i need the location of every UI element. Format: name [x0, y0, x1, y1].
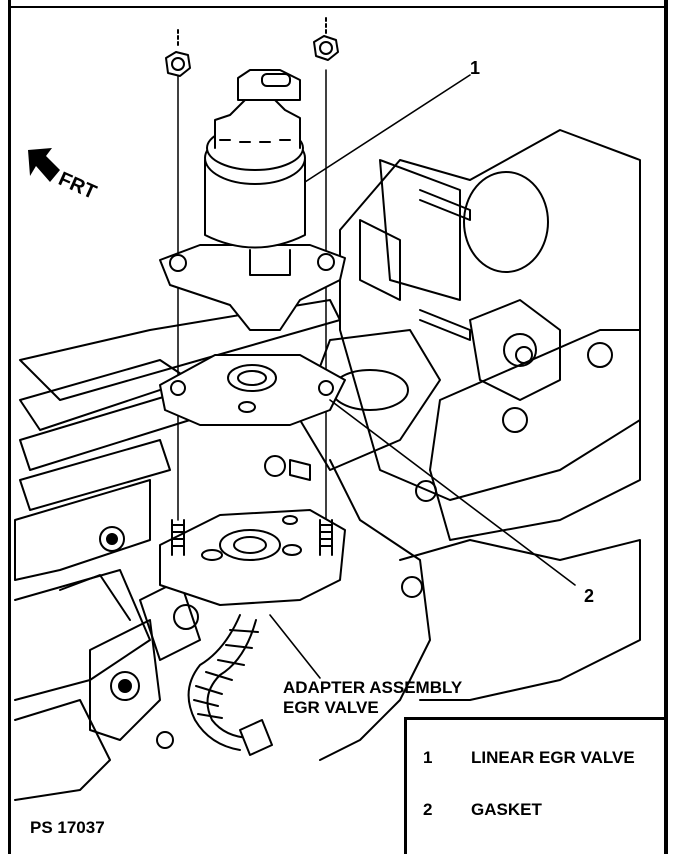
engine-block: [14, 129, 641, 801]
egr-pipe: [187, 614, 273, 756]
legend-box: 1 LINEAR EGR VALVE 2 GASKET: [404, 717, 668, 854]
callout-2: 2: [584, 586, 595, 606]
legend-item: 1 LINEAR EGR VALVE: [423, 748, 635, 768]
adapter-assembly-label: ADAPTER ASSEMBLY EGR VALVE: [283, 678, 462, 718]
frame-right: [664, 0, 668, 854]
adapter-label-line1: ADAPTER ASSEMBLY: [283, 678, 463, 697]
nut-left: [165, 29, 191, 77]
callout-1: 1: [470, 58, 481, 78]
frame-left: [8, 0, 11, 854]
legend-name: LINEAR EGR VALVE: [471, 748, 635, 767]
frt-arrow-icon: [28, 148, 60, 182]
legend-item: 2 GASKET: [423, 800, 542, 820]
gasket: [159, 354, 346, 426]
frame-top: [8, 6, 668, 8]
adapter-assembly: [159, 509, 346, 606]
figure-id: PS 17037: [30, 818, 105, 837]
leader-lines: [269, 74, 576, 679]
alignment-lines: [177, 69, 327, 521]
legend-name: GASKET: [471, 800, 542, 819]
adapter-label-line2: EGR VALVE: [283, 698, 379, 717]
linear-egr-valve: [159, 69, 346, 331]
legend-number: 1: [423, 748, 433, 767]
nut-right: [313, 17, 339, 61]
legend-number: 2: [423, 800, 433, 819]
